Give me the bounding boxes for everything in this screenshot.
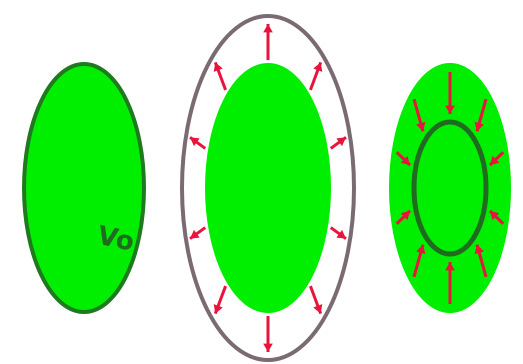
middle-cell [206,64,330,312]
outward-arrowhead [263,344,273,352]
middle-cell-group [182,16,354,360]
outward-arrowhead [263,24,273,32]
left-cell [24,64,144,312]
right-cell-group [390,64,510,312]
left-cell-group: Vo [24,64,144,312]
